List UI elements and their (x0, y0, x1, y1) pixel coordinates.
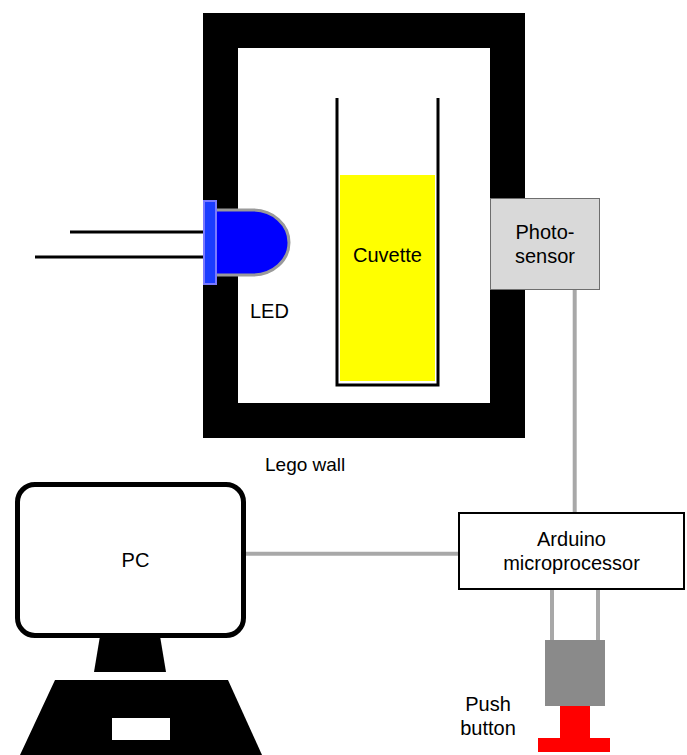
node-label: PC (112, 548, 150, 572)
cuvette-outline (335, 98, 440, 388)
led: LED (203, 200, 293, 285)
node-label: LED (250, 299, 289, 323)
cable (246, 552, 458, 556)
node-label: Photo- sensor (505, 220, 585, 268)
pc-monitor: PC (15, 482, 246, 638)
node-label: Push button (448, 692, 528, 740)
led-lead (35, 256, 206, 259)
button-symbol (538, 640, 610, 752)
push-button: Push button (538, 640, 610, 752)
photo-sensor: Photo- sensor (490, 198, 600, 290)
computer-base (20, 680, 262, 755)
arduino-box: Arduino microprocessor (458, 512, 685, 590)
led-lead (70, 231, 206, 234)
monitor-stand (94, 636, 166, 672)
cuvette: Cuvette (335, 98, 440, 388)
cable (552, 590, 598, 640)
node-label: Lego wall (265, 454, 345, 477)
cable (573, 290, 577, 512)
led-symbol (203, 200, 293, 285)
keyboard-slot (112, 718, 170, 740)
node-label: Cuvette (335, 243, 440, 267)
node-label: Arduino microprocessor (484, 527, 659, 575)
